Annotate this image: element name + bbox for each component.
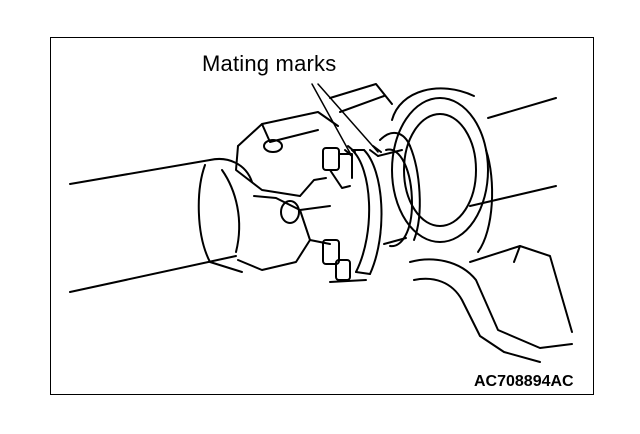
center-bearing [377, 87, 494, 253]
companion-flange [329, 149, 383, 283]
mating-marks-label: Mating marks [202, 51, 337, 76]
mounting-bracket [329, 83, 573, 363]
universal-joint-yoke [197, 111, 339, 273]
rear-shaft-tube [469, 97, 557, 207]
callout-leader-lines [311, 83, 379, 154]
figure-code-label: AC708894AC [474, 373, 574, 390]
front-shaft-tube [69, 158, 253, 293]
spider-bolts [322, 147, 353, 281]
figure-frame [50, 37, 594, 395]
